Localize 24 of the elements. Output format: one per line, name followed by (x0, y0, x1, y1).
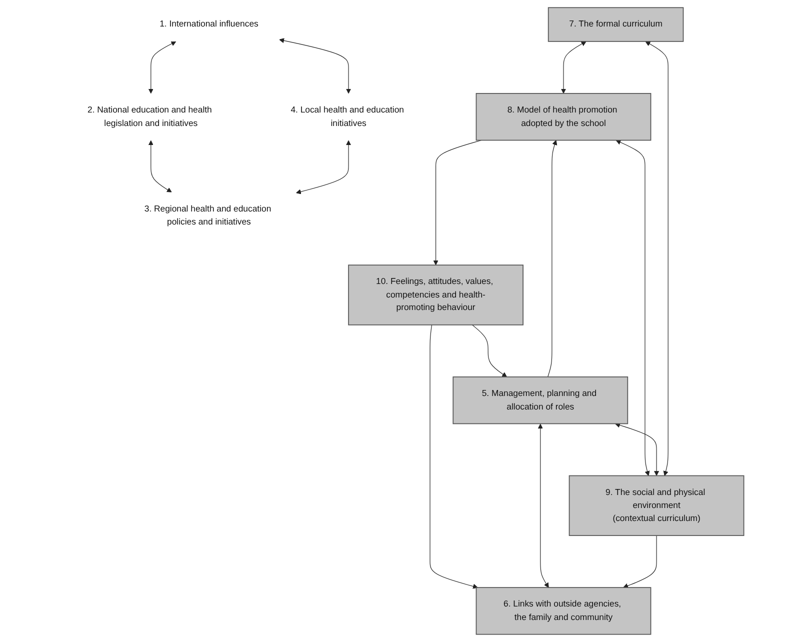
arrow (148, 41, 176, 94)
arrow (547, 140, 557, 378)
node-text: 1. International influences (159, 19, 258, 30)
arrow (616, 140, 650, 476)
arrow (433, 140, 482, 266)
node-text: 4. Local health and education initiatives (290, 105, 404, 128)
node-box: 9. The social and physical environment (contextual curriculum) (568, 475, 744, 536)
arrow (645, 41, 668, 476)
node-box: 5. Management, planning and allocation of roles (452, 376, 628, 424)
arrow (560, 41, 586, 94)
arrow (430, 324, 478, 589)
arrow (614, 422, 659, 476)
arrow (622, 535, 657, 588)
node-text: 2. National education and health legislation and initiatives (87, 105, 212, 128)
arrow (148, 140, 172, 192)
node-box: 6. Links with outside agencies, the family and community (476, 587, 651, 635)
arrow (296, 140, 351, 194)
arrow (538, 424, 549, 588)
arrow (472, 324, 507, 378)
node-box: 8. Model of health promotion adopted by the school (476, 93, 651, 141)
arrow (278, 38, 351, 94)
node-text: 3. Regional health and education policies and initiatives (144, 204, 271, 227)
node-box: 10. Feelings, attitudes, values, competencies and health-promoting behaviour (348, 264, 524, 326)
node-box: 7. The formal curriculum (548, 7, 684, 42)
